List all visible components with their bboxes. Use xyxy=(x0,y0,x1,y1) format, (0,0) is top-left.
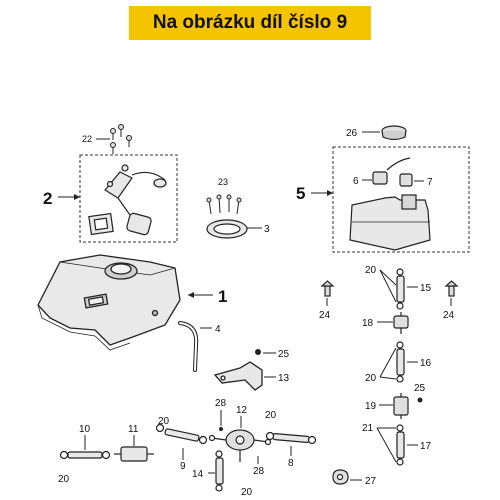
filter-part-11 xyxy=(114,446,154,462)
callout-12: 12 xyxy=(236,405,248,416)
callout-27: 27 xyxy=(365,476,377,487)
bracket-part-13 xyxy=(213,361,263,391)
cap-part-7 xyxy=(399,173,413,187)
callout-20c: 20 xyxy=(241,487,253,498)
callout-20b: 20 xyxy=(158,416,170,427)
callout-20d: 20 xyxy=(265,410,277,421)
callout-14: 14 xyxy=(192,469,204,480)
callout-20a: 20 xyxy=(58,474,70,485)
callout-25a: 25 xyxy=(278,349,290,360)
callout-16: 16 xyxy=(420,358,432,369)
callout-8: 8 xyxy=(288,458,294,469)
callout-24b: 24 xyxy=(443,310,455,321)
callout-15: 15 xyxy=(420,283,432,294)
pipe-part-9 xyxy=(155,423,208,445)
clip-part-27 xyxy=(332,469,349,485)
lock-ring-part-3 xyxy=(206,219,248,239)
callout-28b: 28 xyxy=(253,466,265,477)
callout-19: 19 xyxy=(365,401,377,412)
callout-4: 4 xyxy=(215,324,221,335)
callout-21: 21 xyxy=(362,423,374,434)
fuel-sender-part xyxy=(88,164,167,236)
callout-17: 17 xyxy=(420,441,432,452)
filter-part-19 xyxy=(393,393,409,419)
callout-10: 10 xyxy=(79,424,91,435)
callout-6: 6 xyxy=(353,176,359,187)
part-number-banner: Na obrázku díl číslo 9 xyxy=(129,6,371,40)
callout-25b: 25 xyxy=(414,383,426,394)
bolt-24-left xyxy=(320,280,335,297)
callout-23: 23 xyxy=(218,177,228,187)
callout-7: 7 xyxy=(427,177,433,188)
callout-13: 13 xyxy=(278,373,290,384)
callout-24a: 24 xyxy=(319,310,331,321)
screw-23-set xyxy=(206,194,242,215)
callout-2: 2 xyxy=(43,189,52,208)
callout-28a: 28 xyxy=(215,398,227,409)
valve-part-18 xyxy=(393,312,409,334)
banner-text: Na obrázku díl číslo 9 xyxy=(152,12,348,33)
sender-group-box xyxy=(79,154,178,243)
callout-9: 9 xyxy=(180,461,186,472)
pipe-part-15 xyxy=(396,268,405,310)
fuel-pump-part-12 xyxy=(208,429,272,462)
oil-tank-group-box xyxy=(332,146,470,253)
bolt-24-right xyxy=(444,280,459,297)
callout-20e: 20 xyxy=(365,265,377,276)
pipe-part-10 xyxy=(59,450,111,460)
screw-25-upper xyxy=(255,349,261,355)
callout-20f: 20 xyxy=(365,373,377,384)
oil-tank-part xyxy=(349,194,431,251)
screw-22-set xyxy=(96,124,132,154)
callout-22: 22 xyxy=(82,134,92,144)
pipe-part-8 xyxy=(265,431,317,445)
pipe-part-17 xyxy=(396,424,405,466)
fuel-tank-part-1 xyxy=(37,254,181,351)
callout-5: 5 xyxy=(296,184,305,203)
filler-cap-part-26 xyxy=(381,125,407,141)
callout-18: 18 xyxy=(362,318,374,329)
pipe-part-14 xyxy=(215,450,224,492)
pipe-part-16 xyxy=(396,341,405,383)
callout-1: 1 xyxy=(218,287,227,306)
callout-11: 11 xyxy=(128,424,139,435)
sensor-part-6 xyxy=(372,157,411,185)
callout-3: 3 xyxy=(264,224,270,235)
callout-26: 26 xyxy=(346,128,358,139)
